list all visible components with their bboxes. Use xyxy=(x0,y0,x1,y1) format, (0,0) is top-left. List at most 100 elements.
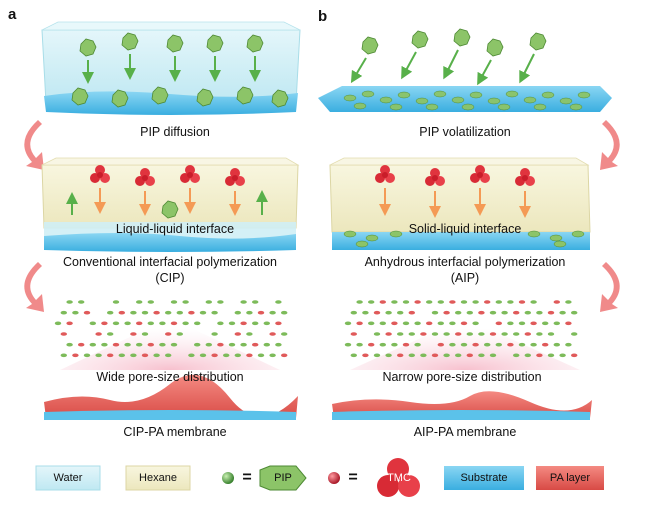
network-dot xyxy=(466,353,473,358)
network-dot xyxy=(408,310,415,315)
network-dot xyxy=(379,300,386,304)
network-dot xyxy=(136,321,143,326)
legend-water-swatch xyxy=(35,465,101,491)
network-dot xyxy=(107,310,114,315)
network-dot xyxy=(141,332,149,336)
a-substrate-1 xyxy=(44,91,298,115)
network-dot xyxy=(484,300,491,304)
network-dot xyxy=(489,353,497,358)
network-dot xyxy=(234,310,241,315)
network-dot xyxy=(455,310,462,315)
network-dot xyxy=(275,342,282,347)
network-dot xyxy=(536,332,543,336)
b-tmc-molecules xyxy=(375,165,535,218)
network-dot xyxy=(194,342,201,347)
a-pa-layer xyxy=(44,374,298,420)
network-dot xyxy=(449,321,456,326)
network-dot xyxy=(281,310,288,315)
network-dot xyxy=(356,300,363,304)
network-dot xyxy=(489,310,497,315)
network-dot xyxy=(165,332,172,336)
a-tmc-molecules xyxy=(66,165,268,219)
network-dot xyxy=(252,300,259,304)
b-method-line2: (AIP) xyxy=(450,271,480,285)
network-dot xyxy=(165,353,172,358)
network-dot xyxy=(78,342,85,347)
network-dot xyxy=(257,310,265,315)
legend-hexane-swatch xyxy=(125,465,191,491)
network-dot xyxy=(350,332,357,336)
network-dot xyxy=(275,300,282,304)
network-dot xyxy=(478,310,485,315)
network-dot xyxy=(391,300,398,304)
network-dot xyxy=(211,310,218,315)
network-dot xyxy=(443,332,450,336)
b-method-caption: Anhydrous interfacial polymerization (AI… xyxy=(330,254,600,286)
network-dot xyxy=(176,332,183,336)
network-dot xyxy=(368,300,375,304)
a-step1-caption: PIP diffusion xyxy=(140,125,210,139)
network-dot xyxy=(159,321,166,326)
network-dot xyxy=(141,353,149,358)
network-dot xyxy=(78,300,85,304)
network-dot xyxy=(472,321,479,326)
a-pip-diffusing xyxy=(71,32,289,108)
network-dot xyxy=(147,321,154,326)
network-dot xyxy=(350,310,357,315)
network-dot xyxy=(408,353,415,358)
network-dot xyxy=(385,310,392,315)
network-dot xyxy=(107,353,114,358)
network-dot xyxy=(385,353,392,358)
network-dot xyxy=(443,310,450,315)
a-distribution-label: Wide pore-size distribution xyxy=(96,370,244,384)
network-dot xyxy=(118,310,126,315)
legend-pip-label: PIP xyxy=(274,472,292,484)
network-dot xyxy=(60,353,67,358)
legend-green-ball xyxy=(222,472,234,484)
network-dot xyxy=(350,353,357,358)
network-dot xyxy=(455,353,462,358)
network-dot xyxy=(414,321,421,326)
network-dot xyxy=(124,321,131,326)
network-dot xyxy=(147,300,154,304)
network-dot xyxy=(228,321,236,326)
network-dot xyxy=(542,321,549,326)
flow-arrows xyxy=(24,120,620,312)
network-dot xyxy=(397,353,404,358)
network-dot xyxy=(170,300,178,304)
network-dot xyxy=(269,353,276,358)
network-dot xyxy=(449,300,456,304)
network-dot xyxy=(368,342,375,347)
network-dot xyxy=(402,300,410,304)
network-dot xyxy=(136,342,143,347)
network-dot xyxy=(217,321,224,326)
network-dot xyxy=(437,321,444,326)
network-dot xyxy=(112,321,120,326)
network-dot xyxy=(431,353,439,358)
b-pa-layer xyxy=(332,391,592,420)
network-dot xyxy=(536,310,543,315)
network-dot xyxy=(130,332,137,336)
b-method-line1: Anhydrous interfacial polymerization xyxy=(364,255,566,269)
network-dot xyxy=(524,310,531,315)
network-dot xyxy=(524,332,531,336)
network-dot xyxy=(524,353,531,358)
network-dot xyxy=(188,353,195,358)
network-dot xyxy=(170,321,178,326)
network-dot xyxy=(373,332,381,336)
network-dot xyxy=(199,353,207,358)
network-dot xyxy=(83,310,91,315)
network-dot xyxy=(385,332,392,336)
network-dot xyxy=(362,353,369,358)
network-dot xyxy=(368,321,375,326)
panel-letter-a: a xyxy=(8,6,17,23)
network-dot xyxy=(437,342,444,347)
network-dot xyxy=(460,300,468,304)
network-dot xyxy=(414,300,421,304)
panel-letter-b: b xyxy=(318,8,328,25)
network-dot xyxy=(252,321,259,326)
network-dot xyxy=(513,353,520,358)
network-dot xyxy=(130,310,137,315)
network-dot xyxy=(240,321,247,326)
network-dot xyxy=(565,342,572,347)
